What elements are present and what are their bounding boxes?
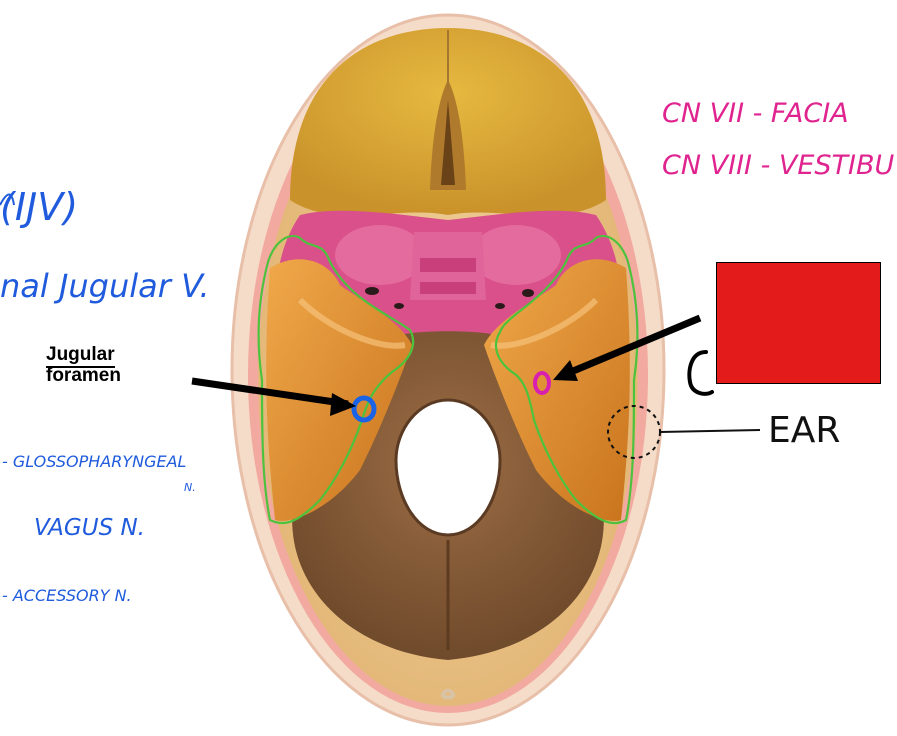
internal-jugular-vein-label: nal Jugular V.	[0, 267, 210, 305]
vagus-label: VAGUS N.	[34, 515, 145, 541]
magenta-ring-icon	[533, 371, 551, 395]
partial-letter-c-stroke	[687, 350, 714, 396]
left-temporal-outline	[257, 235, 415, 525]
accessory-label: - ACCESSORY N.	[2, 586, 132, 605]
ear-label: EAR	[768, 410, 841, 451]
right-temporal-outline	[494, 235, 639, 525]
jugular-foramen-label: Jugular foramen	[46, 344, 121, 386]
jugular-foramen-line1: Jugular	[46, 344, 115, 368]
cn-vii-label: CN VII - FACIA	[662, 98, 849, 129]
right-petrous-bone	[484, 259, 630, 521]
foramen-magnum	[394, 398, 502, 537]
cn-viii-label: CN VIII - VESTIBU	[662, 150, 895, 181]
glossopharyngeal-label: - GLOSSOPHARYNGEAL	[2, 452, 187, 471]
jugular-foramen-line2: foramen	[46, 365, 121, 386]
blue-ring-icon	[351, 395, 377, 423]
ijv-abbrev-label: (IJV)	[0, 185, 79, 229]
left-petrous-bone	[266, 259, 412, 521]
black-arrow-icon	[191, 377, 349, 408]
glossopharyngeal-suffix: N.	[184, 481, 196, 494]
ear-leader-line	[659, 429, 761, 433]
redacted-label-box	[716, 262, 881, 384]
black-arrow-icon	[564, 314, 702, 378]
